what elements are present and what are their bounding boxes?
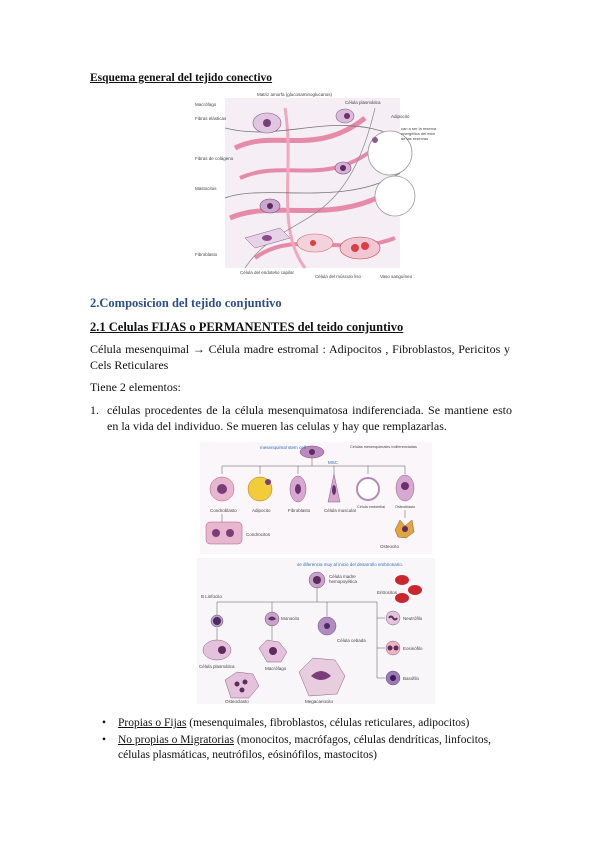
label-eritrocitos: Eritrocitos bbox=[377, 590, 398, 595]
label-condrocitos: Condrocitos bbox=[246, 532, 271, 537]
list-item-text: células procedentes de la célula mesenqu… bbox=[107, 403, 512, 433]
label-cel-indiferenciadas: Células mesenquimales indiferenciadas bbox=[350, 445, 417, 449]
label-matriz: Matriz amorfa (glucosaminoglucanos) bbox=[257, 92, 333, 97]
label-nota-embrionario: se diferencia muy al inicio del desarrol… bbox=[297, 562, 403, 567]
label-adipocito-2: Adipocito bbox=[252, 508, 271, 513]
list-number: 1. bbox=[90, 403, 99, 417]
label-fibroblasto-2: Fibroblasto bbox=[288, 508, 311, 513]
label-osteocito: Osteocito bbox=[380, 544, 400, 549]
list-item: • No propias o Migratorias (monocitos, m… bbox=[100, 733, 520, 763]
label-muscular: Célula del músculo liso bbox=[315, 274, 362, 279]
label-endotelio: Célula del endotelio capilar bbox=[240, 270, 295, 275]
mesenchymal-cell-labels: Condroblasto Adipocito Fibroblasto Célul… bbox=[210, 505, 415, 513]
label-eosinofilo: Eosinófilo bbox=[403, 646, 423, 651]
label-osteoclasto: Osteoclasto bbox=[225, 699, 249, 704]
label-mastocitos: Mastocitos bbox=[195, 186, 217, 191]
label-stem-cell: mesenquimal stem cell bbox=[260, 445, 306, 450]
term-no-propias-migratorias: No propias o Migratorias bbox=[118, 734, 234, 746]
label-fibras-elasticas: Fibras elásticas bbox=[195, 116, 227, 121]
label-endotelial: Célula endotelial bbox=[357, 505, 385, 509]
label-b-linfocito: B Linfocito bbox=[201, 594, 223, 599]
label-basofilo: Basófilo bbox=[403, 676, 420, 681]
label-adipocito: Adipocito bbox=[391, 114, 410, 119]
subsection-title-celulas-fijas: 2.1 Celulas FIJAS o PERMANENTES del teid… bbox=[90, 320, 404, 334]
label-osteoblasto: Osteoblasto bbox=[395, 505, 415, 509]
term-propias-fijas: Propias o Fijas bbox=[118, 717, 187, 729]
label-plasmatica-2: Célula plasmática bbox=[199, 664, 235, 669]
term-description: (monocitos, macrófagos, células dendríti… bbox=[118, 734, 492, 761]
bullet-icon: • bbox=[102, 717, 107, 729]
label-plasmatica: Célula plasmática bbox=[345, 100, 381, 105]
label-muscular-2: Célula muscular bbox=[324, 508, 357, 513]
label-monocito: Monocito bbox=[281, 616, 300, 621]
mesenchymal-lineage-diagram: mesenquimal stem cell MSC Células mesenq… bbox=[200, 442, 432, 554]
hematopoietic-lineage-diagram: se diferencia muy al inicio del desarrol… bbox=[197, 558, 435, 704]
label-celula-cebada: Célula cebada bbox=[337, 638, 366, 643]
label-nota-adipocito: van a ser la reserva energética del estó… bbox=[401, 126, 437, 141]
label-fibroblasto: Fibroblasto bbox=[195, 252, 218, 257]
label-msc: MSC bbox=[328, 460, 339, 465]
bullet-list-tipos-celulas: • Propias o Fijas (mesenquimales, fibrob… bbox=[100, 716, 520, 765]
label-fibras-colageno: Fibras de colágeno bbox=[195, 156, 234, 161]
text-celula-mesenquimal: Célula mesenquimal bbox=[90, 342, 190, 356]
term-description: (mesenquimales, fibroblastos, células re… bbox=[186, 717, 470, 729]
label-vaso: Vaso sanguíneo bbox=[380, 274, 413, 279]
arrow-right-icon: → bbox=[192, 342, 205, 356]
paragraph-celula-mesenquimal: Célula mesenquimal → Célula madre estrom… bbox=[90, 341, 510, 373]
paragraph-tiene-elementos: Tiene 2 elementos: bbox=[90, 380, 181, 394]
numbered-item-1: 1. células procedentes de la célula mese… bbox=[90, 402, 512, 434]
list-item: • Propias o Fijas (mesenquimales, fibrob… bbox=[100, 716, 520, 731]
text-celula-madre: Célula madre estromal : Adipocitos , Fib… bbox=[90, 342, 511, 372]
section-title-composicion: 2.Composicion del tejido conjuntivo bbox=[90, 296, 282, 310]
label-macrofago: Macrófago bbox=[195, 102, 217, 107]
connective-tissue-diagram: Macrófago Fibras elásticas Matriz amorfa… bbox=[195, 88, 440, 288]
label-macrofago-2: Macrófago bbox=[265, 666, 287, 671]
label-neutrofilo: Neutrófilo bbox=[403, 616, 423, 621]
bullet-icon: • bbox=[102, 734, 107, 746]
label-megacariocito: Megacariocito bbox=[305, 699, 334, 704]
label-condroblasto: Condroblasto bbox=[210, 508, 237, 513]
section-title-esquema: Esquema general del tejido conectivo bbox=[90, 72, 273, 84]
